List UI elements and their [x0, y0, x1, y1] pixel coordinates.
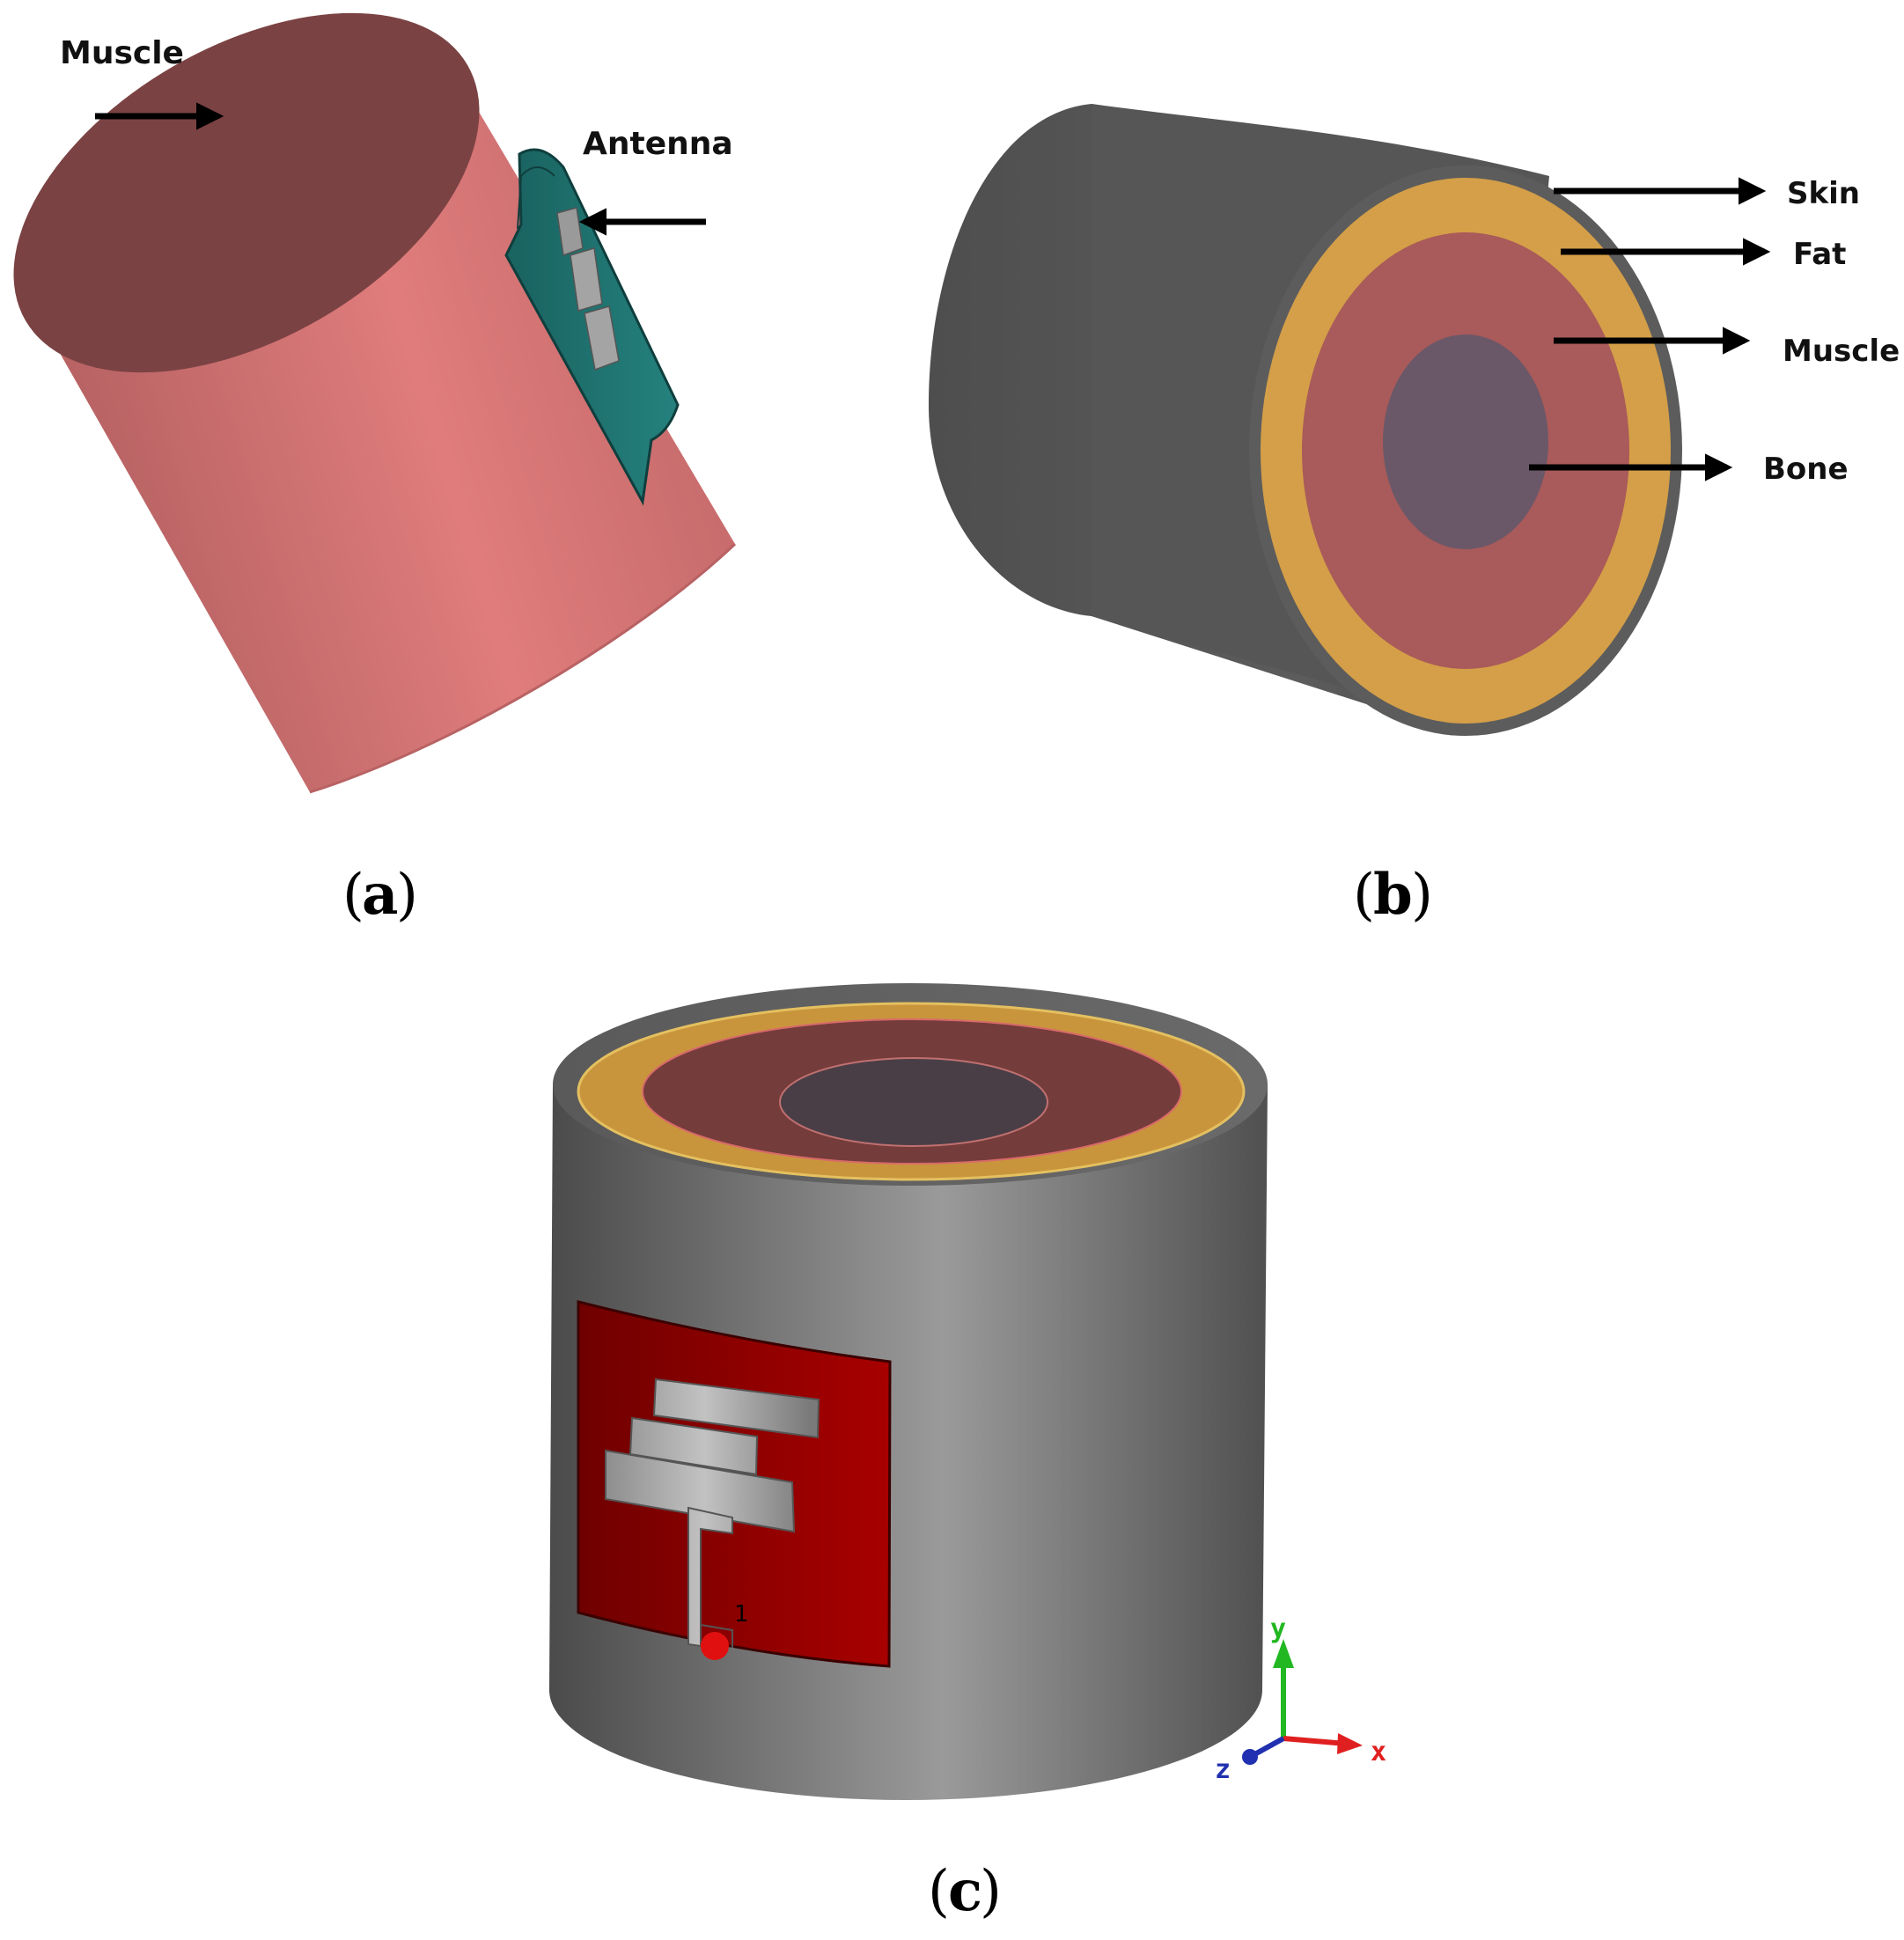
muscle-label-a: Muscle [60, 35, 184, 71]
bone-label: Bone [1763, 452, 1849, 487]
port-label: 1 [734, 1601, 749, 1628]
panel-c: 1 y x z ( c ) [549, 983, 1386, 1924]
antenna-radiator-strips [556, 207, 620, 371]
feed-port [701, 1632, 729, 1660]
caption-a-letter: a [362, 862, 398, 928]
z-axis-label: z [1215, 1754, 1231, 1785]
caption-c: ( c ) [928, 1858, 1002, 1924]
x-axis [1283, 1736, 1348, 1746]
caption-c-letter: c [948, 1858, 982, 1924]
caption-a: ( a ) [342, 862, 418, 928]
svg-text:(: ( [1353, 863, 1375, 928]
panel-a: Muscle Antenna ( a ) [13, 12, 737, 928]
antenna-label: Antenna [583, 126, 733, 162]
svg-text:): ) [1411, 863, 1433, 928]
caption-b-letter: b [1373, 862, 1413, 928]
bone-layer [1383, 334, 1548, 549]
caption-b: ( b ) [1353, 862, 1433, 928]
svg-text:): ) [396, 863, 418, 928]
skin-label: Skin [1787, 176, 1860, 211]
panel-b: Skin Fat Muscle Bone ( b ) [929, 104, 1900, 928]
svg-text:(: ( [342, 863, 364, 928]
svg-text:(: ( [928, 1859, 950, 1924]
fat-label: Fat [1793, 237, 1846, 272]
svg-text:): ) [980, 1859, 1002, 1924]
radiator-strip-2 [629, 1416, 759, 1476]
muscle-label-b: Muscle [1783, 334, 1900, 369]
y-axis-label: y [1270, 1613, 1286, 1644]
bone-top [779, 1057, 1048, 1147]
radiator-strip-3 [605, 1449, 796, 1533]
layered-cylinder [929, 104, 1682, 736]
radiator-strip-1 [652, 1378, 820, 1439]
x-axis-label: x [1371, 1737, 1386, 1767]
feed-line [687, 1506, 733, 1648]
implant-antenna: 1 [577, 1300, 892, 1668]
coordinate-axes: y x z [1215, 1613, 1386, 1785]
